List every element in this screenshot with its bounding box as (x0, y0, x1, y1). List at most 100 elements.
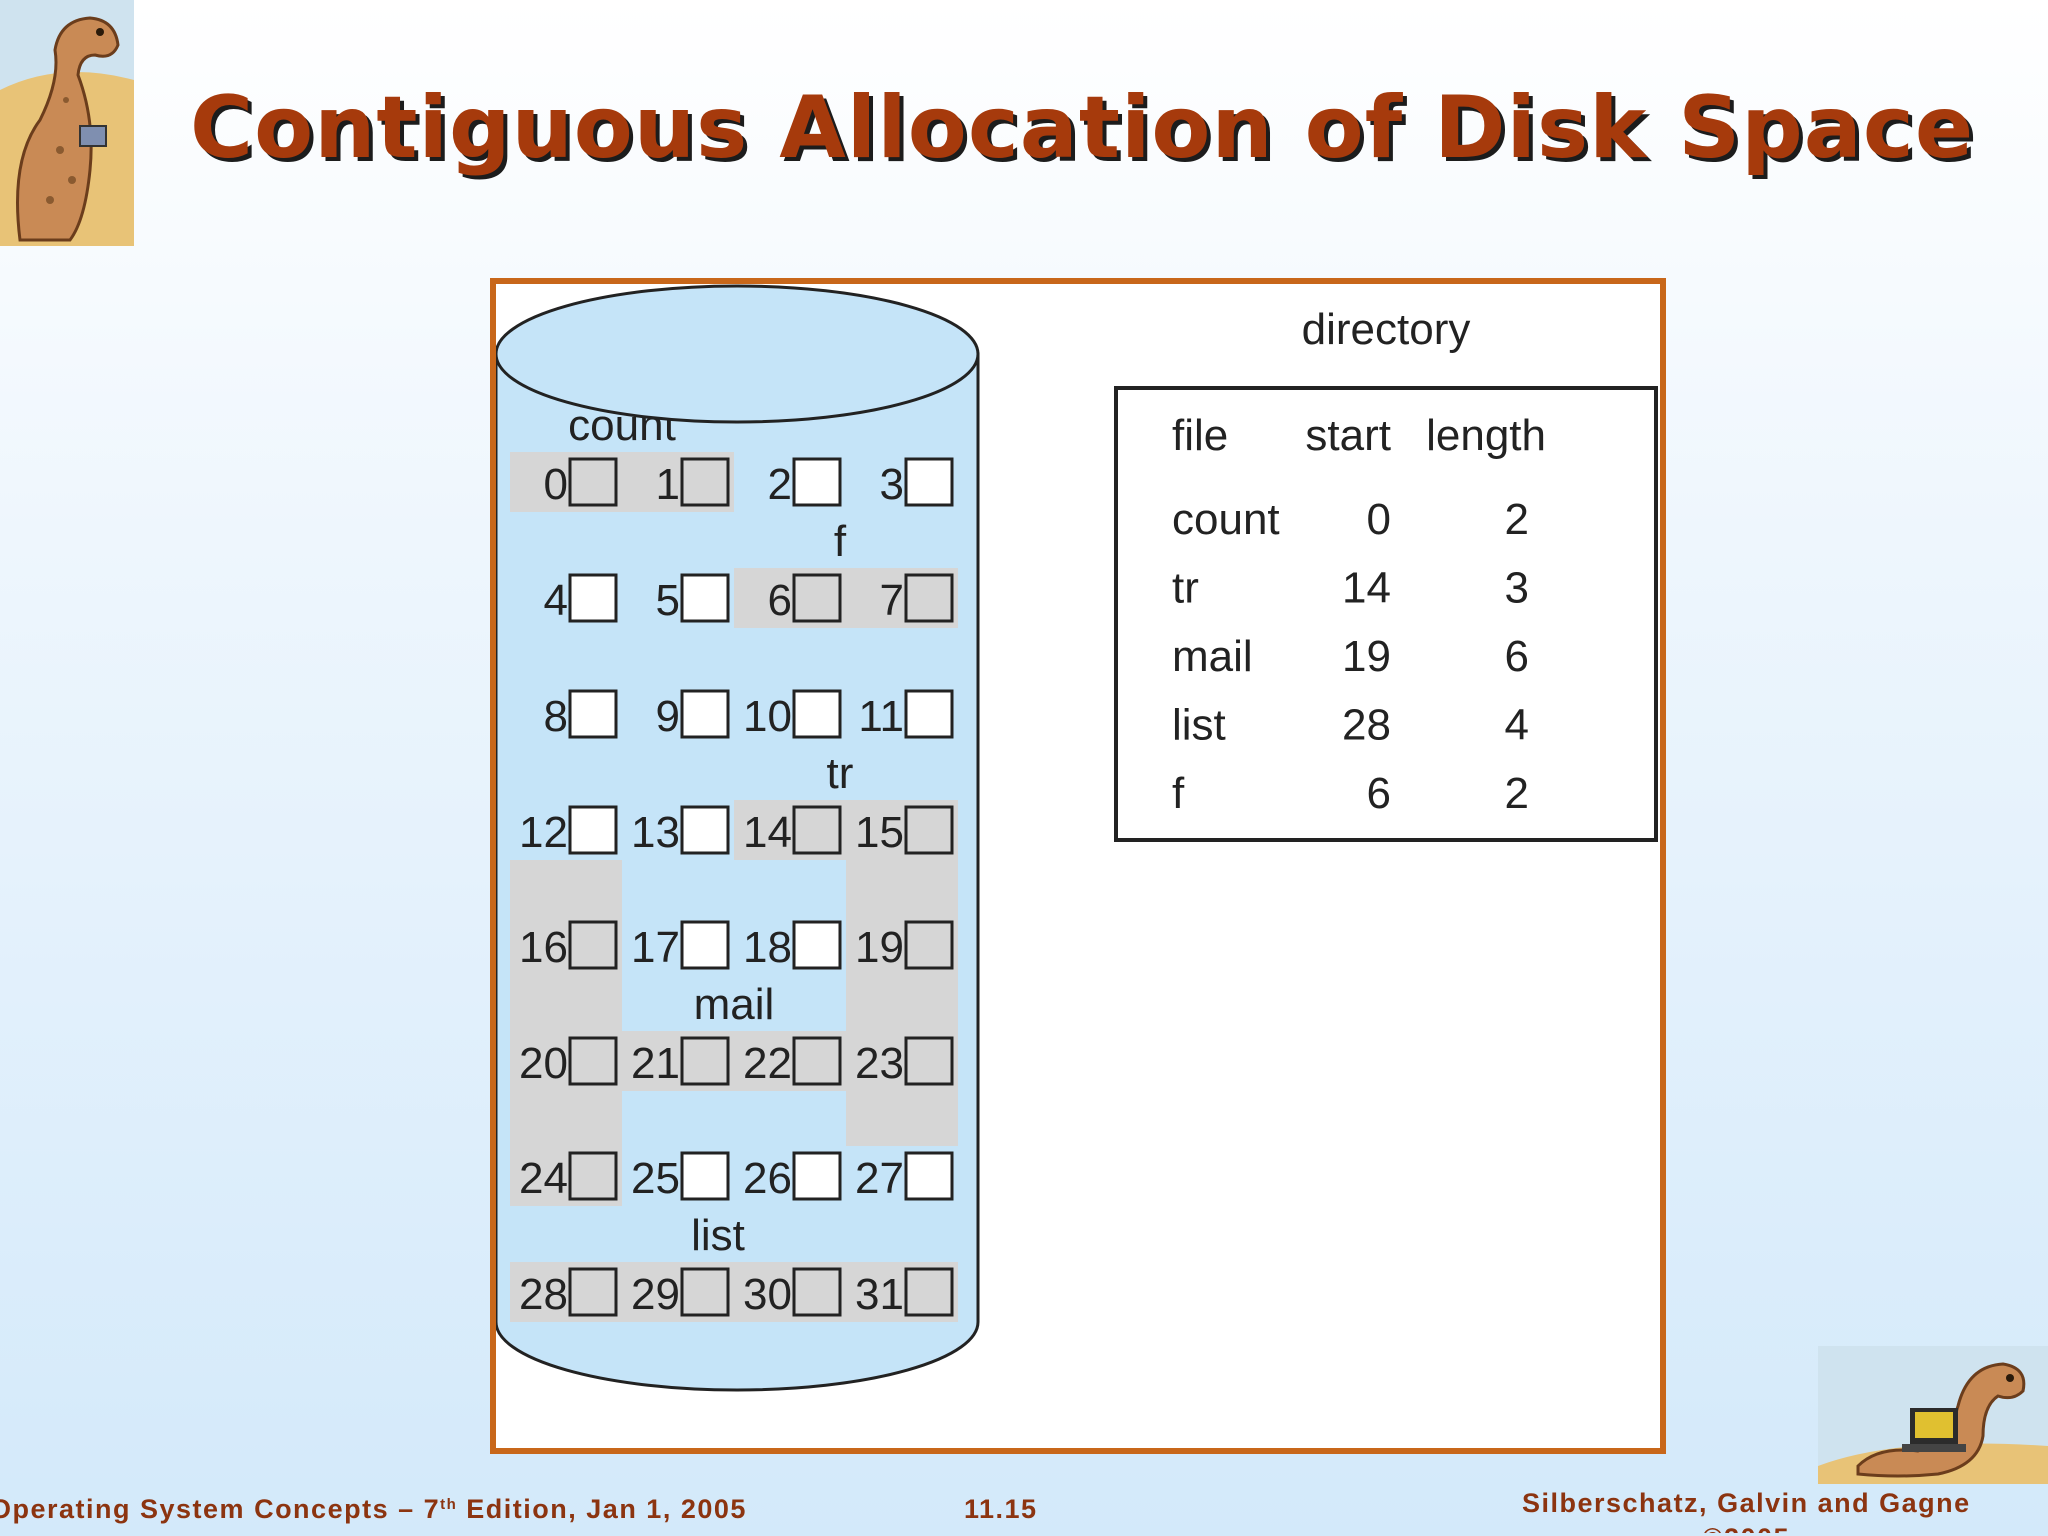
block-number: 1 (656, 460, 680, 509)
block-square (680, 1267, 730, 1317)
directory-cell-length: 2 (1505, 495, 1529, 544)
block-number: 20 (519, 1039, 568, 1088)
disk-cylinder-top (496, 284, 980, 424)
block-square (792, 457, 842, 507)
block-number: 24 (519, 1154, 568, 1203)
block-square (792, 1151, 842, 1201)
allocated-bridge-mail (846, 975, 958, 1031)
footer-authors-names: Silberschatz, Galvin and Gagne (1522, 1488, 1971, 1518)
block-number: 30 (743, 1270, 792, 1319)
directory-cell-length: 4 (1505, 701, 1529, 750)
block-square (792, 689, 842, 739)
block-number: 5 (656, 576, 680, 625)
file-label-tr: tr (827, 749, 854, 798)
directory-cell-length: 6 (1505, 632, 1529, 681)
directory-cell-file: mail (1172, 632, 1253, 681)
block-square (904, 1036, 954, 1086)
footer-book-title-pre: Operating System Concepts – 7 (0, 1494, 441, 1524)
allocated-bridge-tr (510, 860, 622, 915)
block-number: 27 (855, 1154, 904, 1203)
directory-cell-file: tr (1172, 564, 1199, 613)
block-number: 31 (855, 1270, 904, 1319)
block-number: 16 (519, 923, 568, 972)
footer-book-title-post: Edition, Jan 1, 2005 (457, 1494, 747, 1524)
block-number: 21 (631, 1039, 680, 1088)
allocated-bridge-tr (846, 860, 958, 915)
block-number: 15 (855, 808, 904, 857)
allocated-bridge-mail (846, 1091, 958, 1146)
directory-header-length: length (1426, 411, 1546, 460)
block-square (904, 1151, 954, 1201)
block-square (568, 920, 618, 970)
block-square (568, 689, 618, 739)
block-square (568, 1267, 618, 1317)
directory-cell-length: 3 (1505, 564, 1529, 613)
block-square (904, 689, 954, 739)
dinosaur-laptop-icon (1818, 1346, 2048, 1484)
block-square (904, 573, 954, 623)
block-square (792, 1267, 842, 1317)
footer-copyright: ©2005 (1522, 1523, 1971, 1533)
block-number: 10 (743, 692, 792, 741)
block-square (680, 573, 730, 623)
directory-title: directory (1302, 305, 1471, 354)
directory-table-border (1114, 386, 1658, 842)
directory-cell-start: 14 (1342, 564, 1391, 613)
block-square (792, 920, 842, 970)
slide-title: Contiguous Allocation of Disk Space (190, 78, 1975, 178)
allocated-bridge-mail (510, 975, 622, 1031)
block-square (680, 1036, 730, 1086)
block-square (568, 1036, 618, 1086)
block-square (792, 573, 842, 623)
block-square (904, 1267, 954, 1317)
block-number: 11 (858, 692, 904, 741)
block-square (568, 573, 618, 623)
directory-cell-file: list (1172, 701, 1226, 750)
block-number: 8 (544, 692, 568, 741)
block-square (568, 1151, 618, 1201)
block-square (680, 920, 730, 970)
block-number: 0 (544, 460, 568, 509)
directory-cell-length: 2 (1505, 769, 1529, 818)
block-number: 3 (880, 460, 904, 509)
directory-header-start: start (1305, 411, 1391, 460)
block-square (680, 689, 730, 739)
directory-cell-start: 6 (1367, 769, 1391, 818)
allocated-bridge-mail (510, 1091, 622, 1146)
block-number: 17 (631, 923, 680, 972)
footer-authors: Silberschatz, Galvin and Gagne ©2005 (1522, 1488, 1971, 1533)
directory-header-file: file (1172, 411, 1228, 460)
block-number: 23 (855, 1039, 904, 1088)
block-square (792, 1036, 842, 1086)
block-number: 13 (631, 808, 680, 857)
directory-cell-start: 0 (1367, 495, 1391, 544)
block-square (680, 805, 730, 855)
directory-cell-file: count (1172, 495, 1280, 544)
block-square (904, 920, 954, 970)
directory-cell-start: 19 (1342, 632, 1391, 681)
block-number: 26 (743, 1154, 792, 1203)
dinosaur-reading-icon (0, 0, 134, 246)
block-number: 29 (631, 1270, 680, 1319)
file-label-f: f (834, 517, 847, 566)
block-number: 22 (743, 1039, 792, 1088)
block-square (792, 805, 842, 855)
footer-book-title-sup: th (440, 1496, 458, 1513)
block-number: 2 (768, 460, 792, 509)
block-square (568, 457, 618, 507)
block-number: 6 (768, 576, 792, 625)
block-square (680, 457, 730, 507)
block-number: 28 (519, 1270, 568, 1319)
block-square (568, 805, 618, 855)
file-label-list: list (691, 1211, 745, 1260)
block-square (680, 1151, 730, 1201)
directory-cell-file: f (1172, 769, 1185, 818)
block-number: 25 (631, 1154, 680, 1203)
block-square (904, 805, 954, 855)
directory-cell-start: 28 (1342, 701, 1391, 750)
block-number: 19 (855, 923, 904, 972)
block-number: 9 (656, 692, 680, 741)
block-square (904, 457, 954, 507)
